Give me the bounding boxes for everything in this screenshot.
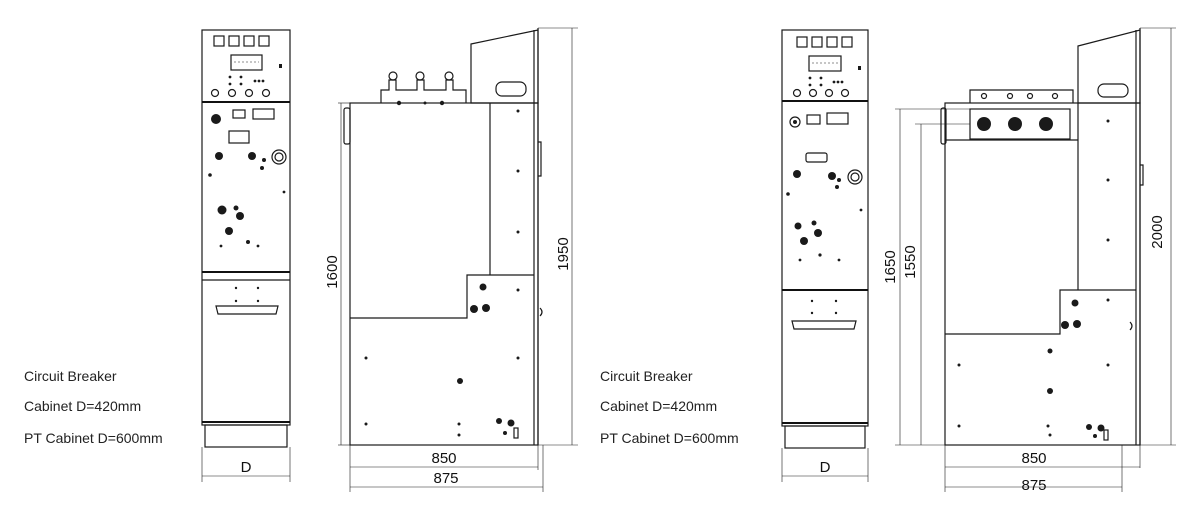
side-view-window (1097, 83, 1129, 98)
lifting-lug (343, 107, 351, 145)
height-inner-label: 1550 (902, 245, 919, 278)
right-notes: Circuit Breaker Cabinet D=420mm PT Cabin… (600, 368, 739, 446)
lifting-lug (940, 107, 947, 145)
front-door-handle (215, 305, 279, 315)
front-door-handle (791, 320, 857, 330)
display-panel (808, 55, 842, 72)
top-mounting-plate (969, 89, 1074, 103)
interlock-dial (847, 169, 863, 185)
note-circuit-breaker: Circuit Breaker (24, 368, 117, 384)
right-assembly: Circuit Breaker Cabinet D=420mm PT Cabin… (600, 27, 1176, 494)
left-front-view: D (201, 29, 291, 482)
height-total-label: 1950 (555, 237, 572, 270)
side-view-window (495, 81, 527, 97)
low-voltage-compartment (470, 29, 539, 104)
busbar-connectors (977, 117, 1053, 131)
bushing-outline (380, 79, 467, 103)
right-front-view: D (781, 29, 869, 482)
indicator-lamps (792, 88, 850, 98)
side-depth-inner-label: 850 (431, 450, 456, 467)
emergency-knob (211, 114, 221, 124)
note-pt-cabinet-depth: PT Cabinet D=600mm (24, 430, 163, 446)
left-notes: Circuit Breaker Cabinet D=420mm PT Cabin… (24, 368, 163, 446)
front-base-plinth (784, 425, 866, 449)
left-assembly: Circuit Breaker Cabinet D=420mm PT Cabin… (24, 27, 578, 492)
low-voltage-compartment (1077, 29, 1141, 104)
side-cabinet-outline (944, 102, 1141, 446)
meter-windows (796, 36, 853, 48)
display-panel (230, 54, 263, 71)
front-width-label: D (241, 459, 252, 476)
indicator-lamps (210, 88, 271, 98)
note-cabinet-depth: Cabinet D=420mm (600, 398, 717, 414)
front-base-plinth (204, 424, 288, 448)
operating-socket (215, 152, 223, 160)
side-depth-outer-label: 875 (1021, 477, 1046, 494)
side-cabinet-outline (349, 102, 539, 446)
height-body-label: 1600 (324, 255, 341, 288)
side-depth-outer-label: 875 (433, 470, 458, 487)
height-total-label: 2000 (1149, 215, 1166, 248)
meter-windows (213, 35, 270, 47)
note-pt-cabinet-depth: PT Cabinet D=600mm (600, 430, 739, 446)
left-side-view: 850 875 1600 1950 (324, 27, 578, 492)
height-outer-label: 1650 (882, 250, 899, 283)
operation-counter (805, 152, 828, 163)
side-depth-inner-label: 850 (1021, 450, 1046, 467)
front-cabinet-outline (781, 29, 869, 427)
note-circuit-breaker: Circuit Breaker (600, 368, 693, 384)
operation-counter (228, 130, 250, 144)
note-cabinet-depth: Cabinet D=420mm (24, 398, 141, 414)
front-width-label: D (820, 459, 831, 476)
right-side-view: 850 875 1650 1550 2000 (882, 27, 1176, 494)
operating-socket (793, 170, 801, 178)
interlock-dial (271, 149, 287, 165)
